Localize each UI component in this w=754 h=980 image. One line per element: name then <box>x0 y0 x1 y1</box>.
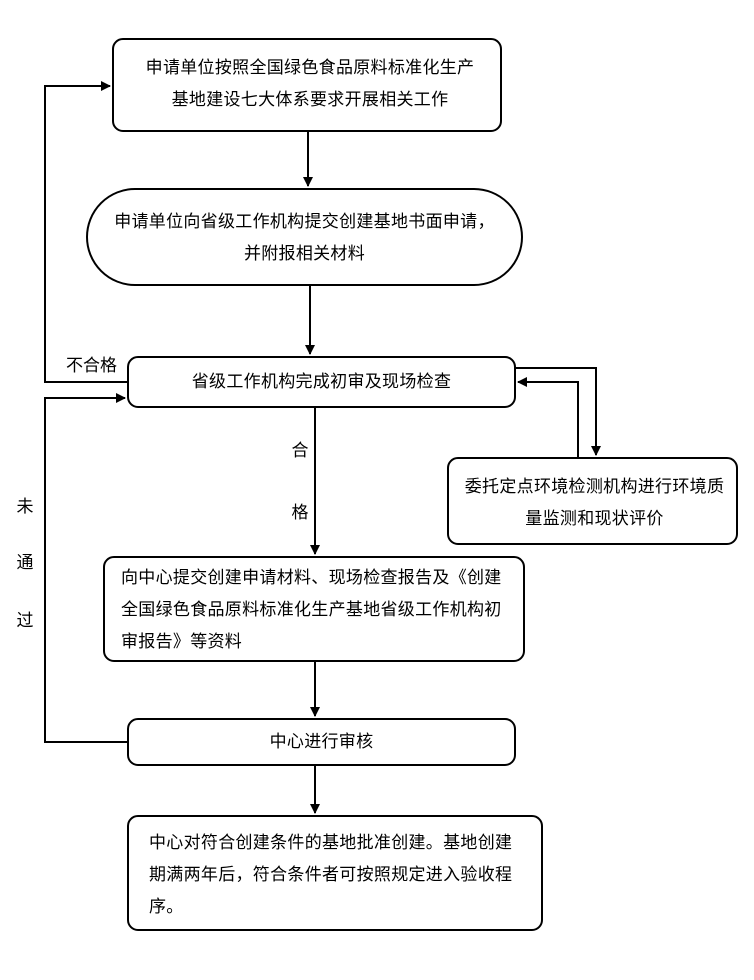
step-start-work-box: 申请单位按照全国绿色食品原料标准化生产基地建设七大体系要求开展相关工作 <box>112 38 502 132</box>
step-submit-to-center-text: 向中心提交创建申请材料、现场检查报告及《创建全国绿色食品原料标准化生产基地省级工… <box>121 568 502 652</box>
arrow-fail-to-n1 <box>44 81 127 383</box>
step-start-work-text: 申请单位按照全国绿色食品原料标准化生产基地建设七大体系要求开展相关工作 <box>145 58 475 110</box>
label-pass-char-2: 格 <box>291 503 309 523</box>
step-provincial-review-box: 省级工作机构完成初审及现场检查 <box>127 356 516 408</box>
label-fail: 不合格 <box>66 356 117 376</box>
label-not-passed-char-1: 未 <box>16 497 34 517</box>
arrow-n4-to-n3 <box>517 377 579 457</box>
step-submit-application-box: 申请单位向省级工作机构提交创建基地书面申请，并附报相关材料 <box>86 188 523 286</box>
arrow-notpass-to-n3 <box>44 393 127 743</box>
label-not-passed-char-2: 通 <box>16 553 34 573</box>
step-approval-text: 中心对符合创建条件的基地批准创建。基地创建期满两年后，符合条件者可按照规定进入验… <box>149 833 513 917</box>
label-pass-char-1: 合 <box>291 441 309 461</box>
step-center-review-text: 中心进行审核 <box>269 732 374 752</box>
label-not-passed-char-3: 过 <box>16 611 34 631</box>
step-center-review-box: 中心进行审核 <box>127 718 516 766</box>
step-environment-monitoring-box: 委托定点环境检测机构进行环境质量监测和现状评价 <box>447 457 738 545</box>
arrow-n3-to-n4 <box>516 367 601 456</box>
step-submit-application-text: 申请单位向省级工作机构提交创建基地书面申请，并附报相关材料 <box>114 212 495 264</box>
step-approval-box: 中心对符合创建条件的基地批准创建。基地创建期满两年后，符合条件者可按照规定进入验… <box>127 815 543 931</box>
step-environment-monitoring-text: 委托定点环境检测机构进行环境质量监测和现状评价 <box>464 477 725 529</box>
step-provincial-review-text: 省级工作机构完成初审及现场检查 <box>191 372 452 392</box>
step-submit-to-center-box: 向中心提交创建申请材料、现场检查报告及《创建全国绿色食品原料标准化生产基地省级工… <box>103 556 525 662</box>
